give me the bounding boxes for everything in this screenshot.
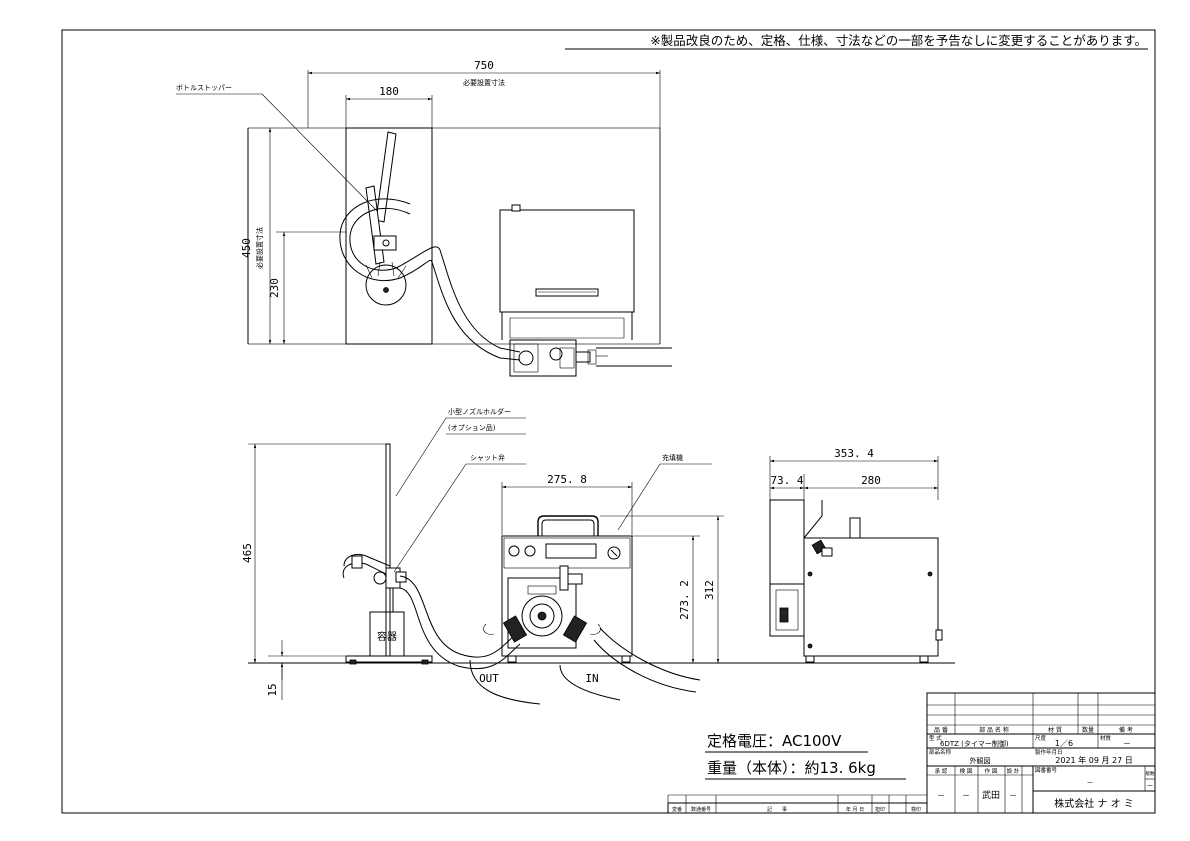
port-in-label: IN [585, 672, 598, 685]
svg-text:部品名称: 部品名称 [929, 748, 952, 756]
container-label: 容器 [377, 630, 397, 643]
date-value: 2021 年 09 月 27 日 [1055, 755, 1132, 765]
svg-text:部 品 名 称: 部 品 名 称 [979, 726, 1009, 734]
dim-73: 73. 4 [770, 474, 803, 487]
filler-top-body [499, 209, 635, 313]
dim-750-label: 必要設置寸法 [463, 78, 505, 87]
front-view: 465 15 容器 小型ノズルホルダー (オプション品) [241, 407, 955, 705]
svg-text:数量: 数量 [1082, 726, 1094, 734]
callout-filler: 充填機 [662, 453, 683, 462]
filler-front-body [501, 535, 633, 657]
dim-275: 275. 8 [547, 473, 587, 486]
dial-icon [607, 546, 621, 560]
pump-head-top [509, 339, 577, 377]
svg-text:品 番: 品 番 [934, 727, 948, 734]
svg-text:設 計: 設 計 [1007, 767, 1020, 775]
knob-2-icon [524, 545, 536, 557]
svg-text:検 図: 検 図 [960, 767, 973, 775]
svg-text:数通番号: 数通番号 [691, 806, 711, 813]
part-name-value: 外観図 [970, 756, 991, 765]
callout-option: (オプション品) [448, 424, 496, 432]
svg-text:作 図: 作 図 [985, 767, 998, 775]
filler-handle [537, 515, 599, 536]
knob-1-icon [508, 545, 520, 557]
company-name: 株式会社 ナ オ ミ [1054, 797, 1134, 810]
filler-top-handle [535, 288, 599, 297]
side-view: 353. 4 73. 4 280 [769, 447, 943, 663]
svg-text:型 式: 型 式 [929, 734, 942, 742]
spec-voltage: 定格電圧：AC100V [707, 732, 842, 750]
dim-353: 353. 4 [834, 447, 874, 460]
display-window [545, 543, 597, 559]
svg-text:－: － [1087, 779, 1094, 787]
svg-text:記 事: 記 事 [767, 806, 787, 813]
callout-shut-valve: シャット弁 [470, 453, 505, 462]
dim-15: 15 [266, 683, 279, 696]
stand-base [345, 127, 433, 345]
svg-text:承 認: 承 認 [935, 767, 948, 775]
stopper-rod [375, 131, 397, 223]
notice-text: ※製品改良のため、定格、仕様、寸法などの一部を予告なしに変更することがあります。 [650, 33, 1147, 48]
dim-180: 180 [379, 85, 399, 98]
svg-text:－: － [1123, 739, 1131, 748]
svg-text:－: － [962, 791, 970, 800]
title-block: 品 番 部 品 名 称 材 質 数量 備 考 型 式 6DTZ (タイマー制御)… [926, 692, 1156, 814]
dim-280: 280 [861, 474, 881, 487]
svg-text:変番: 変番 [672, 806, 682, 813]
svg-text:材 質: 材 質 [1048, 726, 1062, 734]
dim-230: 230 [268, 278, 281, 298]
top-view: 750 必要設置寸法 180 450 必要設置寸法 230 ボトルストッパー [176, 59, 672, 377]
drawing-frame [61, 29, 1156, 814]
nozzle-holder-base [345, 655, 433, 663]
svg-text:製作年月日: 製作年月日 [1035, 748, 1063, 756]
svg-text:備 考: 備 考 [1119, 726, 1133, 734]
svg-text:担印: 担印 [875, 806, 885, 813]
side-top-case [769, 499, 805, 585]
dim-750: 750 [474, 59, 494, 72]
svg-text:－: － [937, 791, 945, 800]
out-tube [399, 575, 515, 658]
nozzle-holder-pole [385, 443, 391, 657]
scale-value: 1／6 [1055, 739, 1073, 748]
drawn-by: 武田 [982, 789, 1000, 801]
svg-text:検印: 検印 [911, 806, 921, 813]
dim-465: 465 [241, 543, 254, 563]
svg-text:版数: 版数 [1146, 770, 1155, 777]
svg-text:－: － [1009, 791, 1017, 800]
spec-weight: 重量（本体）：約13. 6kg [707, 759, 876, 777]
svg-text:－: － [1147, 782, 1154, 790]
dim-312: 312 [703, 580, 716, 600]
specs: 定格電圧：AC100V 重量（本体）：約13. 6kg [705, 732, 906, 780]
callout-bottle-stopper: ボトルストッパー [176, 84, 232, 92]
callout-nozzle-holder: 小型ノズルホルダー [448, 407, 511, 416]
svg-text:図番番号: 図番番号 [1035, 767, 1058, 774]
dim-273: 273. 2 [678, 580, 691, 620]
dim-450-label: 必要設置寸法 [255, 227, 264, 269]
bottle-neck [365, 264, 407, 306]
pump-head [507, 577, 577, 649]
svg-text:尺度: 尺度 [1035, 734, 1047, 742]
dim-450: 450 [240, 238, 253, 258]
revision-block: 変番 数通番号 記 事 年 月 日 担印 検印 [667, 794, 928, 814]
svg-text:材質: 材質 [1100, 734, 1112, 742]
model-value: 6DTZ (タイマー制御) [940, 739, 1009, 748]
port-out-label: OUT [479, 672, 499, 685]
supply-tube [349, 207, 521, 353]
svg-text:年 月 日: 年 月 日 [846, 806, 864, 813]
container [369, 611, 405, 657]
